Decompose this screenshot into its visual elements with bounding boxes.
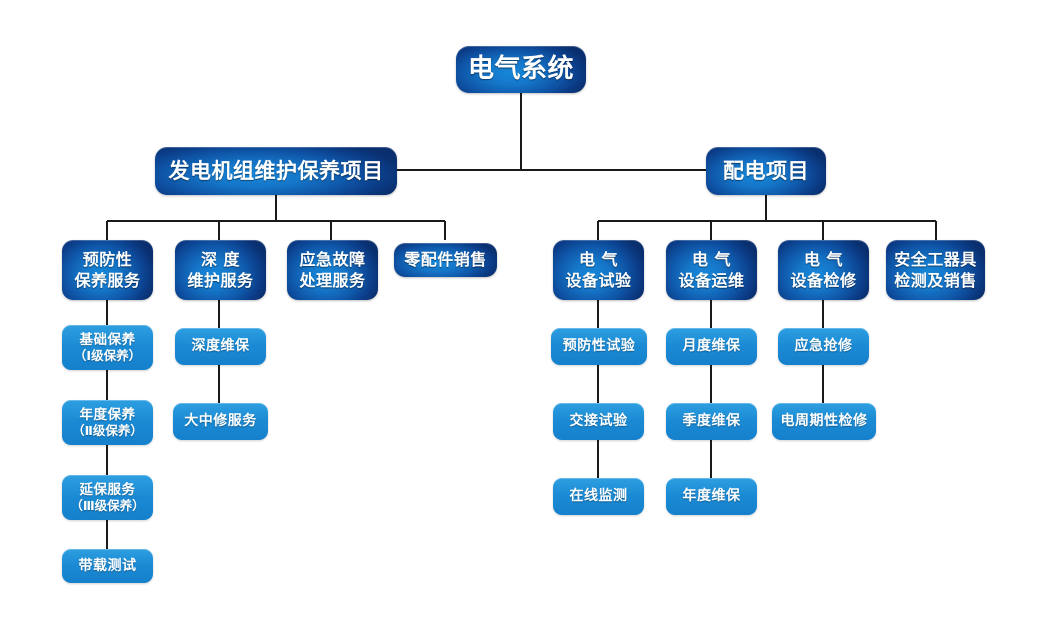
node-quarterly-maintenance[interactable]: 季度维保 xyxy=(666,403,757,440)
node-basic-maintenance[interactable]: 基础保养 （Ⅰ级保养） xyxy=(62,325,153,370)
node-annual-maintenance-sub: （Ⅱ级保养） xyxy=(72,423,143,439)
node-load-test[interactable]: 带载测试 xyxy=(62,549,153,583)
node-monthly-maintenance[interactable]: 月度维保 xyxy=(666,328,757,365)
node-equipment-testing[interactable]: 电 气 设备试验 xyxy=(553,240,644,300)
node-root[interactable]: 电气系统 xyxy=(456,46,586,93)
node-equipment-overhaul[interactable]: 电 气 设备检修 xyxy=(778,240,869,300)
node-annual-maintenance[interactable]: 年度保养 （Ⅱ级保养） xyxy=(62,400,153,445)
node-emergency-fault-service[interactable]: 应急故障 处理服务 xyxy=(287,240,378,300)
node-yearly-maintenance[interactable]: 年度维保 xyxy=(666,478,757,515)
node-periodic-overhaul[interactable]: 电周期性检修 xyxy=(772,403,876,440)
node-distribution-project[interactable]: 配电项目 xyxy=(706,147,826,195)
node-basic-maintenance-main: 基础保养 xyxy=(79,331,136,348)
node-annual-maintenance-main: 年度保养 xyxy=(79,406,136,423)
node-generator-project[interactable]: 发电机组维护保养项目 xyxy=(155,147,397,195)
node-online-monitoring[interactable]: 在线监测 xyxy=(553,478,644,515)
node-spare-parts-sales[interactable]: 零配件销售 xyxy=(394,243,497,277)
node-basic-maintenance-sub: （Ⅰ级保养） xyxy=(73,348,142,364)
node-equipment-operation[interactable]: 电 气 设备运维 xyxy=(666,240,757,300)
node-major-medium-repair-service[interactable]: 大中修服务 xyxy=(173,403,268,440)
node-preventive-maintenance-service[interactable]: 预防性 保养服务 xyxy=(62,240,153,300)
node-preventive-test[interactable]: 预防性试验 xyxy=(551,328,647,365)
node-handover-test[interactable]: 交接试验 xyxy=(553,403,644,440)
node-extended-warranty-service[interactable]: 延保服务 （Ⅲ级保养） xyxy=(62,475,153,520)
node-deep-maintenance[interactable]: 深度维保 xyxy=(175,328,266,365)
node-deep-maintenance-service[interactable]: 深 度 维护服务 xyxy=(175,240,266,300)
node-emergency-repair[interactable]: 应急抢修 xyxy=(778,328,869,365)
node-extended-warranty-main: 延保服务 xyxy=(79,481,136,498)
node-safety-tools-inspection-sales[interactable]: 安全工器具 检测及销售 xyxy=(886,240,985,300)
node-extended-warranty-sub: （Ⅲ级保养） xyxy=(70,498,145,514)
